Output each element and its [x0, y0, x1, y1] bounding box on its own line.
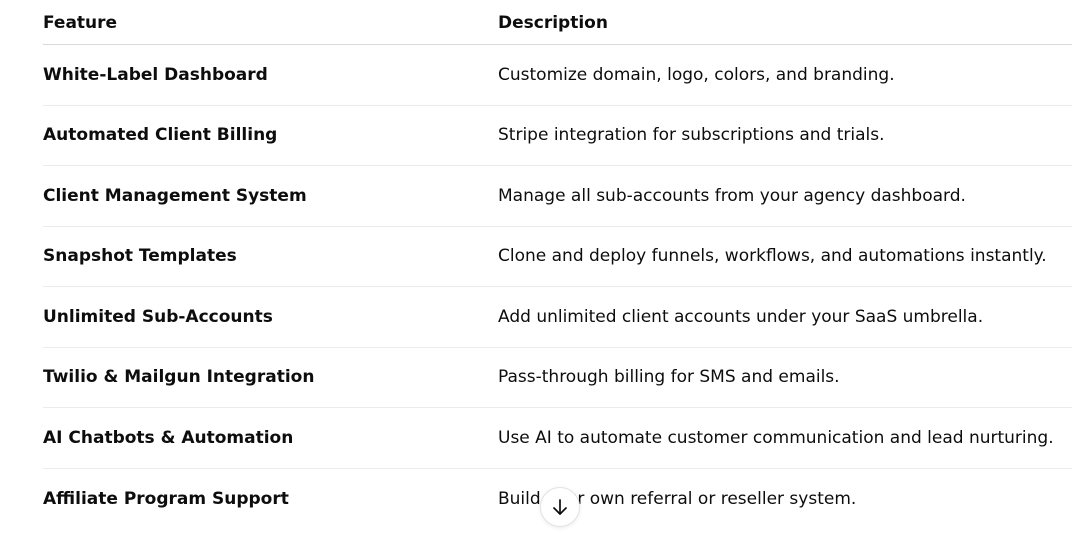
description-cell: Clone and deploy funnels, workflows, and…	[498, 246, 1047, 267]
features-table: Feature Description White-Label Dashboar…	[43, 0, 1072, 529]
table-header-row: Feature Description	[43, 0, 1072, 45]
table-row: Automated Client Billing Stripe integrat…	[43, 106, 1072, 166]
table-row: Snapshot Templates Clone and deploy funn…	[43, 227, 1072, 287]
table-row: Twilio & Mailgun Integration Pass-throug…	[43, 348, 1072, 408]
feature-cell: Client Management System	[43, 185, 307, 206]
description-cell: Use AI to automate customer communicatio…	[498, 427, 1054, 448]
feature-cell: White-Label Dashboard	[43, 64, 268, 85]
table-row: Client Management System Manage all sub-…	[43, 166, 1072, 227]
feature-cell: Snapshot Templates	[43, 246, 237, 267]
description-cell: Add unlimited client accounts under your…	[498, 306, 984, 327]
arrow-down-icon	[550, 497, 570, 517]
table-row: Affiliate Program Support Build your own…	[43, 469, 1072, 530]
description-cell: Customize domain, logo, colors, and bran…	[498, 64, 895, 85]
column-header-description: Description	[498, 13, 608, 33]
description-cell: Pass-through billing for SMS and emails.	[498, 367, 840, 388]
feature-cell: Twilio & Mailgun Integration	[43, 367, 315, 388]
table-row: Unlimited Sub-Accounts Add unlimited cli…	[43, 287, 1072, 348]
feature-cell: Automated Client Billing	[43, 125, 278, 146]
description-cell: Stripe integration for subscriptions and…	[498, 125, 885, 146]
description-cell: Manage all sub-accounts from your agency…	[498, 185, 966, 206]
table-row: White-Label Dashboard Customize domain, …	[43, 45, 1072, 106]
column-header-feature: Feature	[43, 13, 118, 33]
scroll-to-bottom-button[interactable]	[540, 487, 580, 527]
table-row: AI Chatbots & Automation Use AI to autom…	[43, 408, 1072, 469]
feature-cell: Unlimited Sub-Accounts	[43, 306, 273, 327]
feature-cell: Affiliate Program Support	[43, 488, 289, 509]
description-cell: Build your own referral or reseller syst…	[498, 488, 857, 509]
feature-cell: AI Chatbots & Automation	[43, 427, 294, 448]
